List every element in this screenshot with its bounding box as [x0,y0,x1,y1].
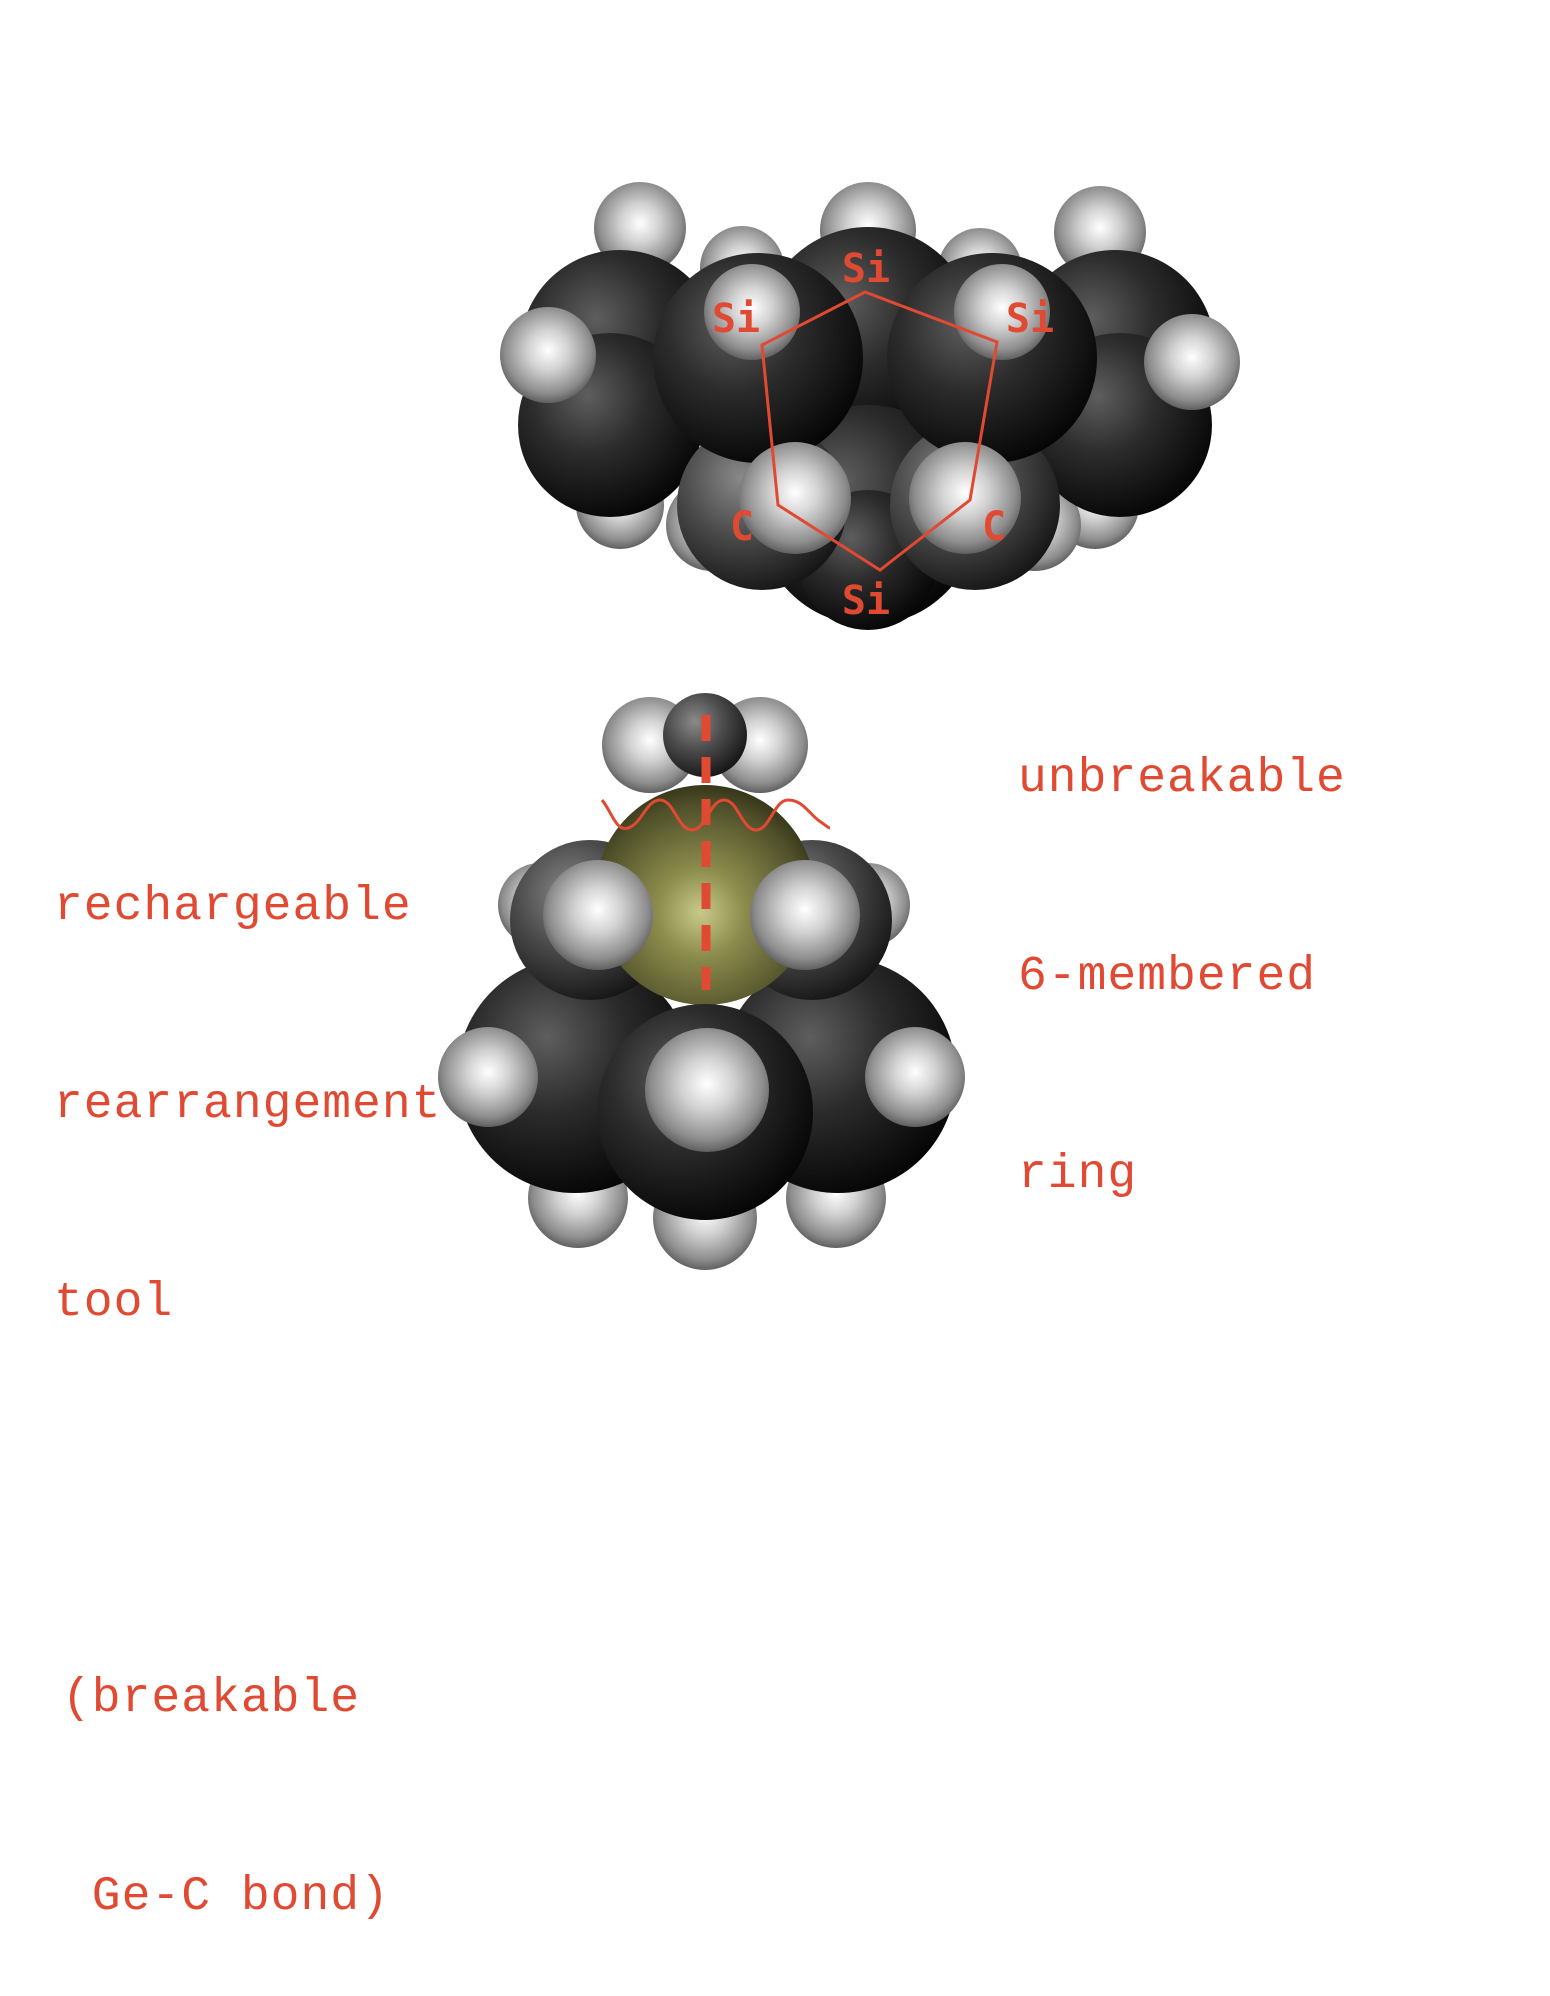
tool-caption: rechargeable rearrangement tool (breakab… [54,742,441,1996]
tool-caption-line: Ge-C bond) [62,1870,390,1924]
ring-caption-line: unbreakable [1018,752,1346,806]
bond-break-wavy-line [600,798,831,832]
six-membered-ring-outline [760,290,999,572]
tool-caption-line: tool [54,1276,174,1330]
hydrogen-atom [438,1027,538,1127]
tool-caption-line: rearrangement [54,1078,442,1132]
tool-caption-line: rechargeable [54,880,412,934]
ring-atom-label: Si [842,578,890,624]
hydrogen-atom [750,860,860,970]
hydrogen-atom [865,1027,965,1127]
top-molecule-space-filling-model [500,182,1240,630]
ring-caption-line: ring [1018,1148,1138,1202]
hydrogen-atom [1144,314,1240,410]
molecule-diagram: Si Si Si C C Si [438,182,1240,1270]
tool-caption-line: (breakable [62,1672,361,1726]
ring-caption-line: 6-membered [1018,950,1317,1004]
ring-atom-label: Si [1006,296,1054,342]
ring-atom-labels: Si Si Si C C Si [712,246,1054,624]
ring-atom-label: Si [712,296,760,342]
bottom-molecule-space-filling-model [438,693,965,1270]
hydrogen-atom [704,264,800,360]
hydrogen-atom [739,442,851,554]
hydrogen-atom [543,860,653,970]
hydrogen-atom [500,307,596,403]
ring-atom-label: C [730,504,754,550]
hydrogen-atom [645,1028,769,1152]
ring-caption: unbreakable 6-membered ring [1018,614,1346,1274]
tool-caption-spacer [54,1468,441,1534]
ring-atom-label: Si [842,246,890,292]
ring-atom-label: C [982,504,1006,550]
